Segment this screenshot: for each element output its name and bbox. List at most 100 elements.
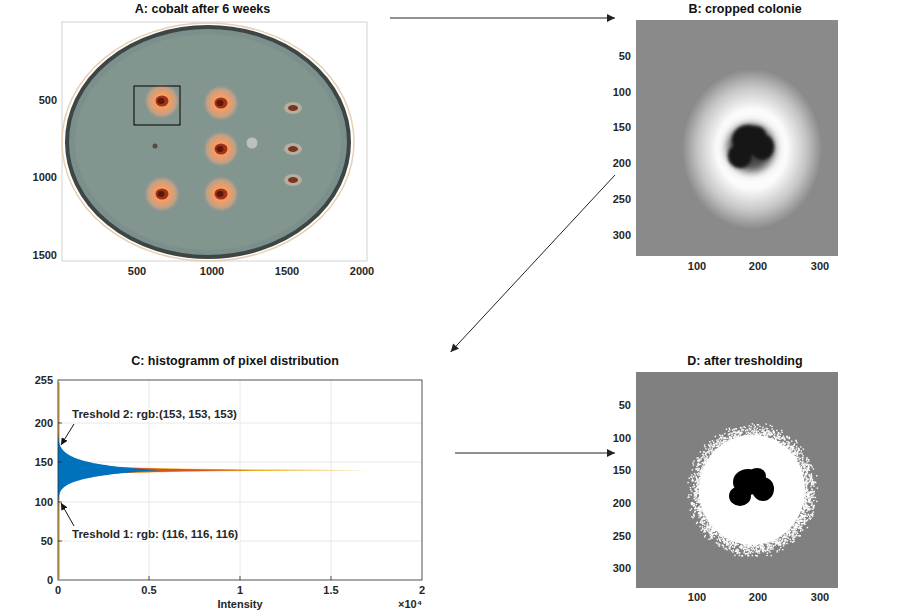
halo-pixel: [792, 446, 793, 447]
halo-pixel: [700, 521, 701, 522]
halo-pixel: [719, 535, 720, 536]
halo-pixel: [805, 469, 806, 470]
halo-pixel: [766, 549, 767, 550]
halo-pixel: [699, 500, 700, 501]
halo-pixel: [687, 482, 688, 483]
halo-pixel: [756, 431, 757, 432]
halo-pixel: [731, 437, 732, 438]
tick-label: 100: [688, 591, 706, 604]
halo-pixel: [773, 545, 774, 546]
halo-pixel: [813, 486, 814, 487]
halo-pixel: [797, 519, 798, 520]
halo-pixel: [707, 521, 708, 522]
halo-pixel: [774, 540, 775, 541]
halo-pixel: [808, 509, 809, 510]
halo-pixel: [808, 459, 809, 460]
halo-pixel: [806, 483, 807, 484]
halo-pixel: [771, 544, 772, 545]
halo-pixel: [691, 508, 692, 509]
halo-pixel: [755, 433, 756, 434]
halo-pixel: [727, 542, 728, 543]
halo-pixel: [721, 438, 722, 439]
halo-pixel: [727, 540, 728, 541]
halo-pixel: [812, 509, 813, 510]
halo-pixel: [710, 524, 711, 525]
tick-mark: [58, 462, 62, 463]
halo-pixel: [797, 524, 798, 525]
halo-pixel: [780, 433, 781, 434]
halo-pixel: [706, 452, 707, 453]
halo-pixel: [779, 438, 780, 439]
halo-pixel: [762, 550, 763, 551]
halo-pixel: [723, 540, 724, 541]
halo-pixel: [805, 500, 806, 501]
halo-pixel: [756, 546, 757, 547]
flow-arrow: [390, 18, 615, 19]
halo-pixel: [733, 437, 734, 438]
halo-pixel: [699, 509, 700, 510]
halo-pixel: [709, 529, 710, 530]
halo-pixel: [784, 443, 785, 444]
halo-pixel: [801, 463, 802, 464]
halo-pixel: [789, 437, 790, 438]
halo-pixel: [718, 449, 719, 450]
halo-pixel: [735, 438, 736, 439]
halo-pixel: [706, 526, 707, 527]
halo-pixel: [806, 485, 807, 486]
halo-pixel: [709, 447, 710, 448]
halo-pixel: [781, 541, 782, 542]
halo-pixel: [720, 541, 721, 542]
halo-pixel: [704, 521, 705, 522]
halo-pixel: [790, 451, 791, 452]
halo-pixel: [697, 483, 698, 484]
halo-pixel: [771, 438, 772, 439]
plot-area: [58, 380, 422, 580]
halo-pixel: [806, 497, 807, 498]
halo-pixel: [808, 499, 809, 500]
halo-pixel: [755, 555, 756, 556]
halo-pixel: [814, 481, 815, 482]
halo-pixel: [801, 473, 802, 474]
halo-pixel: [757, 551, 758, 552]
halo-pixel: [759, 429, 760, 430]
halo-pixel: [713, 452, 714, 453]
halo-pixel: [744, 435, 745, 436]
halo-pixel: [793, 524, 794, 525]
halo-pixel: [747, 545, 748, 546]
halo-pixel: [809, 492, 810, 493]
halo-pixel: [769, 438, 770, 439]
halo-pixel: [800, 526, 801, 527]
halo-pixel: [807, 492, 808, 493]
halo-pixel: [702, 524, 703, 525]
halo-pixel: [735, 428, 736, 429]
halo-pixel: [800, 452, 801, 453]
halo-pixel: [804, 464, 805, 465]
halo-pixel: [710, 457, 711, 458]
halo-pixel: [701, 515, 702, 516]
halo-pixel: [748, 555, 749, 556]
halo-pixel: [809, 499, 810, 500]
halo-pixel: [808, 492, 809, 493]
halo-pixel: [701, 469, 702, 470]
halo-pixel: [777, 538, 778, 539]
halo-pixel: [808, 496, 809, 497]
halo-pixel: [788, 531, 789, 532]
halo-pixel: [730, 441, 731, 442]
halo-pixel: [775, 540, 776, 541]
halo-pixel: [737, 432, 738, 433]
halo-pixel: [767, 544, 768, 545]
halo-pixel: [801, 523, 802, 524]
grid-line: [58, 423, 422, 424]
image-ground: [636, 372, 838, 588]
halo-pixel: [778, 436, 779, 437]
halo-pixel: [704, 461, 705, 462]
halo-pixel: [738, 437, 739, 438]
halo-pixel: [792, 532, 793, 533]
halo-pixel: [754, 549, 755, 550]
halo-pixel: [707, 459, 708, 460]
halo-pixel: [757, 424, 758, 425]
halo-pixel: [796, 453, 797, 454]
halo-pixel: [726, 542, 727, 543]
halo-pixel: [777, 437, 778, 438]
halo-pixel: [698, 512, 699, 513]
